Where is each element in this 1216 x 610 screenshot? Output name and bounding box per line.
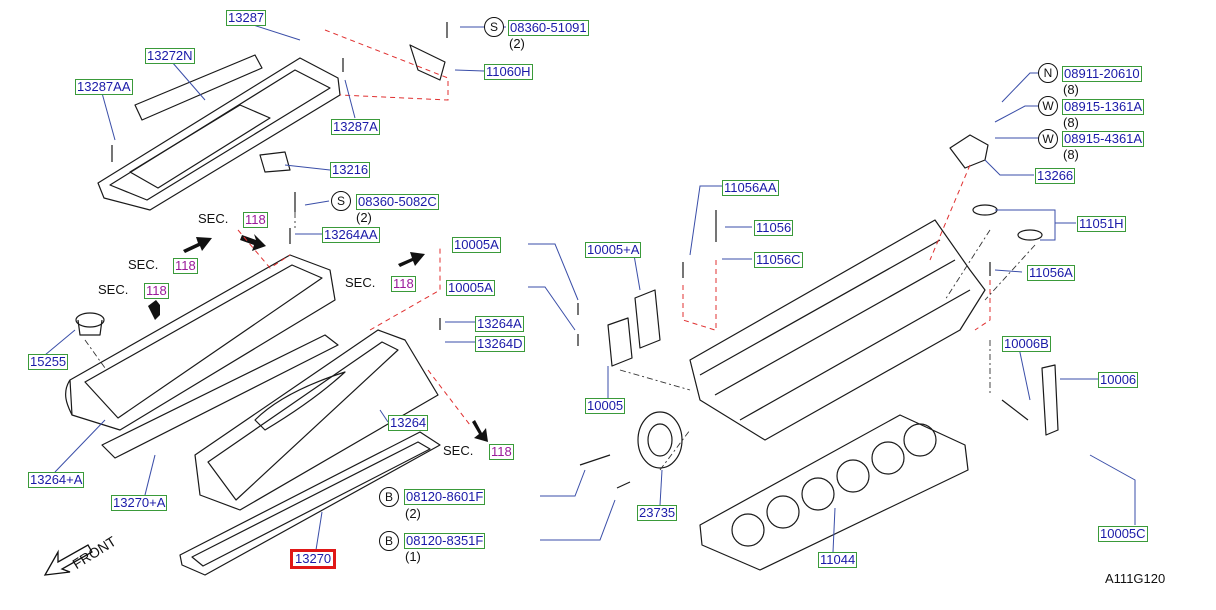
part-outlines — [65, 22, 1059, 576]
part-label-13270-highlighted[interactable]: 13270 — [290, 549, 337, 569]
part-label-10005C[interactable]: 10005C — [1098, 526, 1148, 542]
part-label-13264+A[interactable]: 13264+A — [28, 472, 85, 488]
part-label-11056A[interactable]: 11056A — [1027, 265, 1075, 281]
dashed-links — [237, 29, 991, 426]
marker-circle-w-2: W — [1038, 129, 1058, 149]
qty-08120-8351F: (1) — [405, 549, 421, 564]
part-label-10005A-2[interactable]: 10005A — [446, 280, 495, 296]
part-label-13287[interactable]: 13287 — [226, 10, 267, 26]
part-label-08360-5082C[interactable]: 08360-5082C — [356, 194, 439, 210]
diagram-code: A111G120 — [1105, 571, 1166, 586]
sec-text-5: SEC. — [443, 443, 474, 458]
part-label-11044[interactable]: 11044 — [818, 552, 858, 568]
marker-circle-b-1: B — [379, 487, 399, 507]
marker-circle-w-1: W — [1038, 96, 1058, 116]
part-label-13264D[interactable]: 13264D — [475, 336, 525, 352]
part-label-13264AA[interactable]: 13264AA — [322, 227, 380, 243]
section-link-5[interactable]: 118 — [489, 444, 514, 460]
part-label-11056[interactable]: 11056 — [754, 220, 794, 236]
marker-circle-s-2: S — [331, 191, 351, 211]
section-link-3[interactable]: 118 — [144, 283, 169, 299]
part-label-13287AA[interactable]: 13287AA — [75, 79, 133, 95]
seal-housing-shape — [637, 411, 683, 469]
qty-08915-1361A: (8) — [1063, 115, 1079, 130]
direction-arrows — [148, 234, 488, 442]
part-label-13272N[interactable]: 13272N — [145, 48, 195, 64]
gasket-upper-shape — [101, 334, 339, 459]
dash-dot-links — [84, 212, 1036, 471]
part-label-10006[interactable]: 10006 — [1098, 372, 1139, 388]
sec-text-4: SEC. — [345, 275, 376, 290]
part-label-10006B[interactable]: 10006B — [1002, 336, 1051, 352]
part-label-15255[interactable]: 15255 — [28, 354, 69, 370]
part-label-10005+A[interactable]: 10005+A — [585, 242, 642, 258]
part-label-11060H[interactable]: 11060H — [484, 64, 533, 80]
part-label-08915-1361A[interactable]: 08915-1361A — [1062, 99, 1145, 115]
part-label-08915-4361A[interactable]: 08915-4361A — [1062, 131, 1145, 147]
sec-text-3: SEC. — [98, 282, 129, 297]
section-link-4[interactable]: 118 — [391, 276, 416, 292]
part-label-11056AA[interactable]: 11056AA — [722, 180, 779, 196]
sec-text-1: SEC. — [198, 211, 229, 226]
part-label-10005A-1[interactable]: 10005A — [452, 237, 501, 253]
cam-cover-shape — [194, 329, 439, 511]
leader-lines — [44, 23, 1136, 553]
part-label-13287A[interactable]: 13287A — [331, 119, 380, 135]
part-label-11051H[interactable]: 11051H — [1077, 216, 1126, 232]
front-arrow-icon — [43, 544, 93, 576]
part-label-13270+A[interactable]: 13270+A — [111, 495, 168, 511]
part-label-13264[interactable]: 13264 — [388, 415, 429, 431]
head-gasket-shape — [699, 414, 969, 571]
qty-08911-20610: (8) — [1063, 82, 1079, 97]
engine-cover-shape — [97, 57, 341, 211]
section-link-1[interactable]: 118 — [243, 212, 268, 228]
qty-08360-5082C: (2) — [356, 210, 372, 225]
part-label-08911-20610[interactable]: 08911-20610 — [1062, 66, 1142, 82]
part-label-23735[interactable]: 23735 — [637, 505, 678, 521]
bracket-shape — [1041, 364, 1059, 436]
marker-circle-n: N — [1038, 63, 1058, 83]
marker-circle-b-2: B — [379, 531, 399, 551]
part-label-08120-8601F[interactable]: 08120-8601F — [404, 489, 486, 505]
part-label-11056C[interactable]: 11056C — [754, 252, 803, 268]
qty-08915-4361A: (8) — [1063, 147, 1079, 162]
sec-text-2: SEC. — [128, 257, 159, 272]
part-label-13266[interactable]: 13266 — [1035, 168, 1076, 184]
cylinder-head-shape — [689, 219, 986, 441]
part-label-13216[interactable]: 13216 — [330, 162, 371, 178]
part-label-08120-8351F[interactable]: 08120-8351F — [404, 533, 486, 549]
qty-08120-8601F: (2) — [405, 506, 421, 521]
part-label-13264A[interactable]: 13264A — [475, 316, 524, 332]
part-label-10005[interactable]: 10005 — [585, 398, 626, 414]
qty-08360-51091: (2) — [509, 36, 525, 51]
part-label-08360-51091[interactable]: 08360-51091 — [508, 20, 589, 36]
section-link-2[interactable]: 118 — [173, 258, 198, 274]
gasket-lower-shape — [179, 431, 441, 576]
marker-circle-s-1: S — [484, 17, 504, 37]
